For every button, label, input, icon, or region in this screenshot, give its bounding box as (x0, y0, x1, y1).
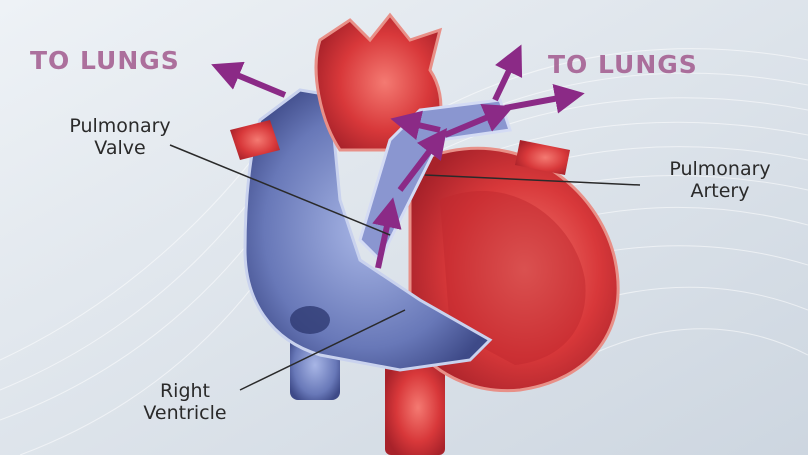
pulmonary-valve-label: Pulmonary Valve (50, 115, 190, 159)
pulmonary-artery-label: Pulmonary Artery (640, 158, 800, 202)
descending-aorta-shape (385, 360, 445, 455)
to-lungs-left-label: TO LUNGS (30, 46, 180, 75)
vena-cava-opening (290, 306, 330, 334)
right-ventricle-label: Right Ventricle (125, 380, 245, 424)
to-lungs-right-label: TO LUNGS (548, 50, 698, 79)
